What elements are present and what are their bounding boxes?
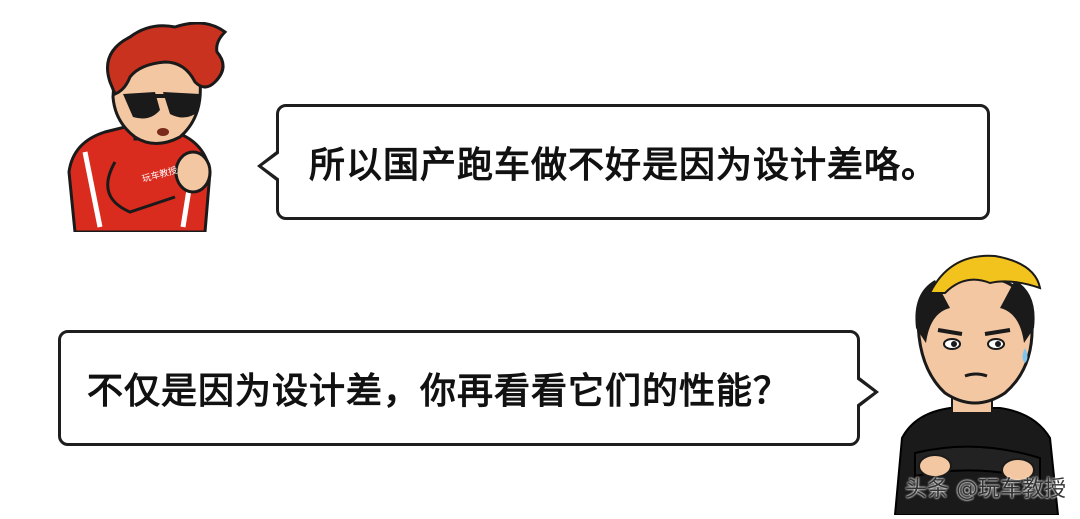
speech-bubble-bottom: 不仅是因为设计差，你再看看它们的性能？	[58, 330, 879, 446]
blonde-mohawk-man-icon	[890, 248, 1060, 516]
red-hair-sunglasses-man-icon: 玩车教授	[55, 21, 245, 234]
speech-bubble-top: 所以国产跑车做不好是因为设计差咯。	[257, 104, 990, 220]
dialogue-bottom-text: 不仅是因为设计差，你再看看它们的性能？	[87, 371, 791, 412]
dialogue-top-text: 所以国产跑车做不好是因为设计差咯。	[309, 145, 939, 186]
watermark-text: 头条 @玩车教授	[905, 477, 1066, 502]
